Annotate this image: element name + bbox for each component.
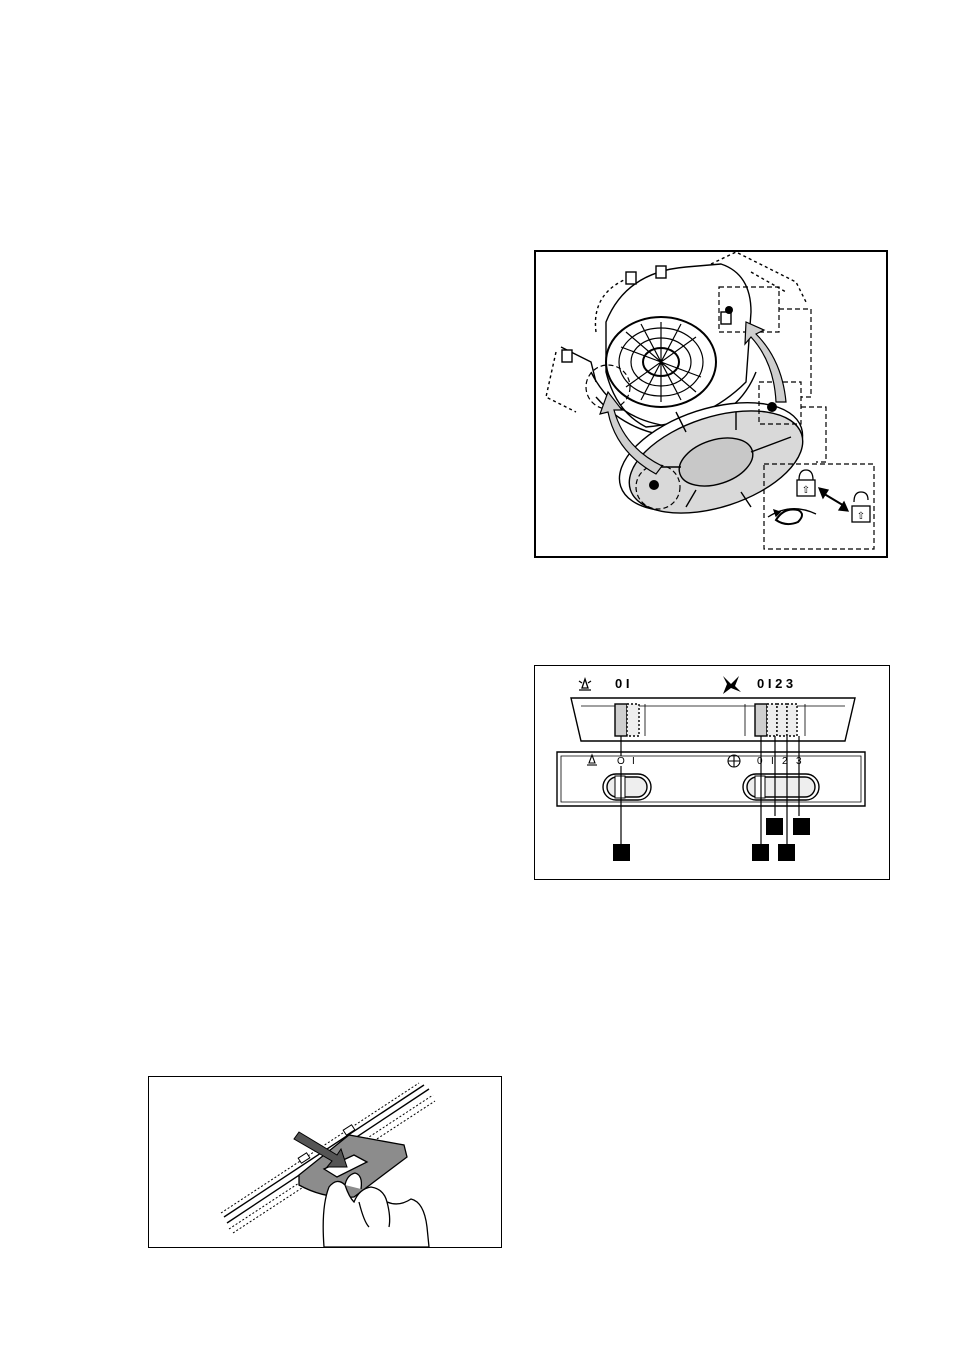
control-panel-illustration: 0 I 0 I 2 3 [534,665,890,880]
fan-icon [723,676,741,694]
callout-box-fan-3 [793,818,810,835]
svg-text:⇧: ⇧ [802,485,810,496]
light-bulb-icon [579,679,591,690]
callout-box-light [613,844,630,861]
callout-box-fan-2 [778,844,795,861]
callout-box-fan-1 [766,818,783,835]
carbon-filter-illustration: ⇧ ⇧ [534,250,888,558]
grease-filter-illustration [148,1076,502,1248]
light-scale-panel-1: I [632,756,635,767]
svg-text:⇧: ⇧ [857,511,865,522]
lock-closed-icon: ⇧ [797,470,815,496]
lock-detail: ⇧ ⇧ [768,470,870,524]
callout-box-fan-0 [752,844,769,861]
double-arrow-icon [819,488,848,511]
fan-scale-panel-0: 0 [757,756,763,767]
fan-small-icon [728,755,740,767]
fan-scale-top: 0 I 2 3 [757,676,793,691]
light-scale-top: 0 I [615,676,629,691]
hood-front-strip [571,698,855,741]
lock-open-icon: ⇧ [852,492,870,522]
fan-grille [606,317,716,407]
control-panel-body [557,752,865,806]
light-scale-panel-0: O [617,756,625,767]
hand-icon [323,1173,429,1247]
fan-scale-panel-1: I [771,756,774,767]
